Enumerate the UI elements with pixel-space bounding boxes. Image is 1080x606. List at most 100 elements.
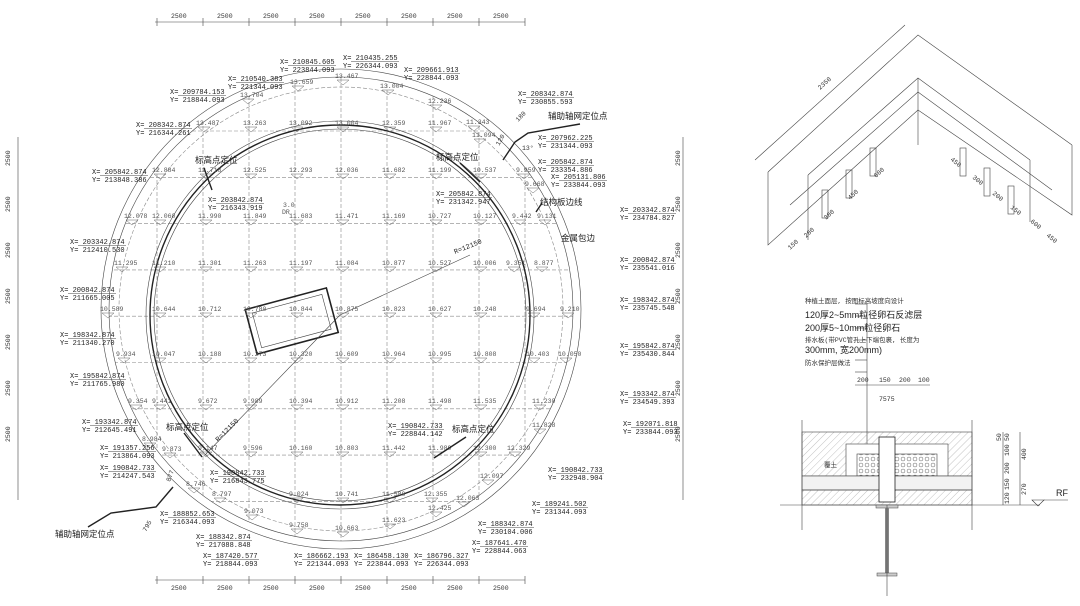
elevation-triangle-icon — [508, 451, 522, 458]
coordinate-y: Y= 216343.919 — [208, 205, 263, 213]
elevation-label: 12.097 — [480, 473, 504, 480]
coordinate-y: Y= 232948.904 — [548, 475, 603, 483]
coordinate-x: X= 208342.874 — [518, 91, 573, 99]
elevation-triangle-icon — [481, 479, 495, 486]
coordinate-y: Y= 233844.093 — [623, 429, 678, 437]
elevation-triangle-icon — [474, 173, 488, 180]
elevation-triangle-icon — [199, 266, 213, 273]
elevation-triangle-icon — [290, 497, 304, 504]
coordinate-x: X= 205842.874 — [92, 169, 147, 177]
coordinate-y: Y= 235745.548 — [620, 305, 675, 313]
section-note: 200厚5~10mm粒径卵石 — [805, 322, 900, 333]
section-note: 种植土面层, 按图标高坡度向设计 — [805, 296, 904, 305]
elevation-label: 11.498 — [428, 398, 452, 405]
elevation-triangle-icon — [336, 219, 350, 226]
elevation-label: 10.394 — [289, 398, 313, 405]
elevation-triangle-icon — [244, 404, 258, 411]
elevation-label: 9.758 — [289, 522, 309, 529]
elevation-label: 10.823 — [382, 306, 406, 313]
dimension-label: 2500 — [5, 150, 12, 166]
coordinate-x: X= 186796.327 — [414, 553, 469, 561]
elevation-label: 10.627 — [428, 306, 452, 313]
elevation-triangle-icon — [474, 357, 488, 364]
coordinate-y: Y= 230855.593 — [518, 99, 573, 107]
svg-text:50: 50 — [1004, 433, 1011, 441]
elevation-triangle-icon — [474, 266, 488, 273]
elevation-label: 10.273 — [243, 351, 267, 358]
elevation-triangle-icon — [187, 487, 201, 494]
coordinate-x: X= 190842.733 — [388, 423, 443, 431]
svg-text:200: 200 — [857, 377, 869, 384]
elevation-label: 8.746 — [186, 481, 206, 488]
elevation-label: 10.050 — [558, 351, 582, 358]
coordinate-y: Y= 221344.093 — [228, 84, 283, 92]
elevation-triangle-icon — [474, 404, 488, 411]
elevation-label: 12.063 — [456, 495, 480, 502]
elevation-triangle-icon — [143, 442, 157, 449]
svg-text:7575: 7575 — [879, 396, 895, 403]
elevation-label: 9.959 — [516, 167, 536, 174]
coordinate-y: Y= 233354.886 — [538, 167, 593, 175]
elevation-label: 11.197 — [289, 260, 313, 267]
coordinate-x: X= 188852.653 — [160, 511, 215, 519]
elevation-label: 13.704 — [240, 92, 264, 99]
elevation-triangle-icon — [163, 452, 177, 459]
elevation-label: 10.527 — [428, 260, 452, 267]
coordinate-y: Y= 213864.093 — [100, 453, 155, 461]
elevation-triangle-icon — [290, 404, 304, 411]
elevation-label: 11.623 — [382, 517, 406, 524]
elevation-point-note: 标高点定位 — [452, 424, 495, 435]
dimension-label: 2500 — [171, 13, 187, 20]
elevation-label: 9.596 — [243, 445, 263, 452]
coordinate-y: Y= 226344.093 — [343, 63, 398, 71]
elevation-label: 9.989 — [243, 398, 263, 405]
svg-text:450: 450 — [847, 188, 860, 201]
svg-text:300: 300 — [971, 174, 985, 187]
elevation-triangle-icon — [153, 357, 167, 364]
elevation-triangle-icon — [336, 357, 350, 364]
dimension-label: 2500 — [675, 288, 682, 304]
elevation-triangle-icon — [559, 357, 573, 364]
elevation-label: 11.967 — [428, 120, 452, 127]
elevation-label: 10.127 — [473, 213, 497, 220]
coordinate-x: X= 193342.874 — [620, 391, 675, 399]
elevation-label: 9.351 — [506, 260, 526, 267]
elevation-label: 12.300 — [473, 445, 497, 452]
coordinate-y: Y= 228844.063 — [472, 548, 527, 556]
elevation-label: 13.467 — [335, 73, 359, 80]
elevation-label: 9.873 — [162, 446, 182, 453]
elevation-triangle-icon — [383, 497, 397, 504]
dimension-label: 2500 — [309, 13, 325, 20]
section-note: 排水板(带PVC管孔上下端包裹, 长度为 — [805, 335, 919, 344]
elevation-triangle-icon — [244, 126, 258, 133]
svg-text:600: 600 — [1029, 218, 1043, 231]
coordinate-y: Y= 223844.093 — [280, 67, 335, 75]
elevation-label: 8.877 — [534, 260, 554, 267]
elevation-triangle-icon — [425, 497, 439, 504]
elevation-triangle-icon — [336, 497, 350, 504]
elevation-triangle-icon — [101, 312, 115, 319]
svg-text:100: 100 — [1004, 444, 1011, 456]
coordinate-y: Y= 223844.093 — [354, 561, 409, 569]
dimension-label: 2500 — [263, 13, 279, 20]
coordinate-y: Y= 217088.848 — [196, 542, 251, 550]
elevation-label: 10.808 — [473, 351, 497, 358]
elevation-label: 10.727 — [428, 213, 452, 220]
isometric-corner-detail: 2350 150 200 300 450 600 450 300 200 150… — [754, 24, 1073, 251]
elevation-triangle-icon — [383, 219, 397, 226]
elevation-triangle-icon — [507, 266, 521, 273]
elevation-triangle-icon — [290, 173, 304, 180]
